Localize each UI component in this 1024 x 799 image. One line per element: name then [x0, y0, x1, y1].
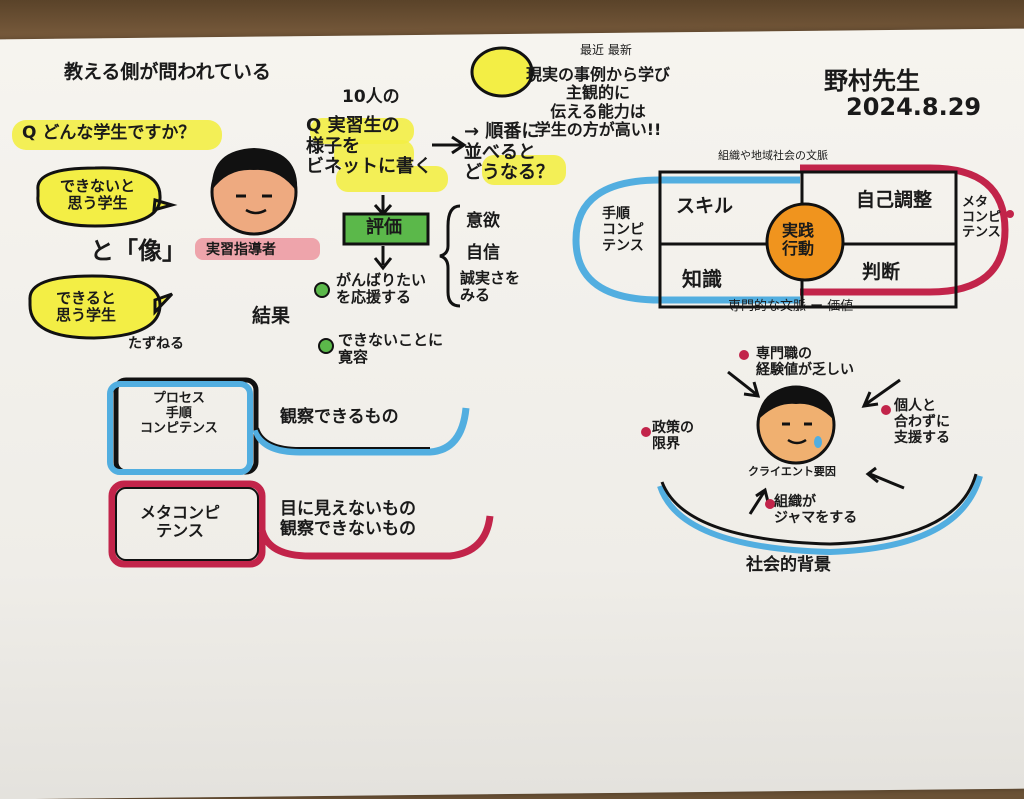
bullet-right-edge [1006, 210, 1014, 218]
bullet-4 [765, 499, 775, 509]
quadrant-knowledge: 知識 [682, 267, 722, 291]
person1-body-stripe [195, 238, 320, 260]
bubble-cannot [36, 166, 178, 228]
question-2: Q 実習生の 様子を ビネットに書く [306, 115, 432, 178]
bullet-2 [881, 405, 891, 415]
bubble-can [28, 274, 174, 340]
quadrant-grid [658, 170, 958, 309]
aspect-confidence: 自信 [466, 243, 500, 263]
meta-box-outline [108, 480, 266, 568]
order-question: → 順番に 並べると どうなる？ [464, 121, 554, 184]
q1-highlight [12, 120, 222, 150]
client-factor-3: 政策の 限界 [652, 420, 694, 453]
client-arc [657, 475, 983, 556]
practice-circle [765, 202, 845, 282]
client-arrow-4 [865, 466, 905, 490]
client-factor-2: 個人と 合わずに 支援する [894, 398, 950, 447]
crimson-capsule [800, 164, 1009, 296]
client-center-label: クライエント要因 [748, 465, 836, 478]
q2-highlight-1 [310, 118, 414, 144]
process-note: 観察できるもの [280, 407, 399, 427]
process-swoosh [252, 407, 470, 456]
tazuneru-label: たずねる [128, 336, 184, 352]
result-dot-1 [314, 282, 330, 298]
process-box-label: プロセス 手順 コンピテンス [140, 391, 218, 436]
meta-note: 目に見えないもの 観察できないもの [280, 499, 416, 539]
arrow-right [432, 135, 467, 155]
process-box-fill [107, 381, 253, 475]
quadrant-self-regulation: 自己調整 [856, 189, 933, 211]
bullet-1 [739, 350, 749, 360]
client-arrow-1 [727, 370, 761, 398]
aspect-motivation: 意欲 [466, 211, 500, 231]
page-heading: 教える側が問われている [64, 61, 271, 83]
marker-drawings [12, 46, 1014, 568]
arrow-down-2 [373, 246, 393, 271]
to-zou-label: と「像」 [90, 237, 186, 265]
client-hair [758, 386, 834, 420]
diagram-bottom-context: 専門的な文脈 ー 価値 [728, 299, 854, 314]
brace [439, 204, 461, 308]
arrow-down-1 [373, 195, 393, 217]
social-background: 社会的背景 [746, 555, 831, 575]
bullet-3 [641, 427, 651, 437]
client-arrow-2 [861, 378, 901, 408]
question-1: Q どんな学生ですか？ [22, 123, 196, 143]
client-arrow-3 [748, 487, 770, 515]
process-swoosh-ink [257, 427, 430, 449]
meta-box-label: メタコンピ テンス [140, 503, 221, 541]
statement-text: 現実の事例から学び 主観的に 伝える能力は 学生の方が高い!! [526, 65, 671, 140]
person1-label: 実習指導者 [206, 242, 276, 258]
client-factor-4: 組織が ジャマをする [774, 494, 858, 527]
evaluation-label: 評価 [366, 217, 402, 238]
small-note: 最近 最新 [580, 43, 632, 57]
result-dot-2 [318, 338, 334, 354]
bubble-cannot-text: できないと 思う学生 [60, 177, 136, 213]
person1-hair [211, 148, 298, 192]
result-item-1: がんばりたい を応援する [336, 271, 427, 307]
bubble-can-text: できると 思う学生 [56, 289, 117, 325]
evaluation-box [342, 212, 430, 246]
date-label: 2024.8.29 [846, 93, 982, 121]
order-highlight [482, 155, 566, 185]
blue-capsule [572, 176, 800, 304]
quadrant-skill: スキル [676, 195, 734, 217]
diagram-left-label: 手順 コンピ テンス [602, 206, 644, 255]
q2-highlight-3 [336, 166, 448, 192]
meta-swoosh [258, 515, 494, 560]
meta-box-ink [115, 487, 259, 561]
quadrant-judgment: 判断 [862, 261, 901, 283]
q2-highlight-2 [334, 140, 414, 168]
diagram-right-label: メタ コンピ テンス [962, 195, 1002, 240]
jitsuwa-oval [470, 46, 534, 98]
result-item-2: できないことに 寛容 [338, 331, 444, 367]
client-factor-1: 専門職の 経験値が乏しい [756, 346, 854, 379]
diagram-top-context: 組織や地域社会の文脈 [718, 149, 828, 162]
aspect-sincerity: 誠実さを みる [460, 269, 521, 305]
client-arc-ink [660, 473, 978, 546]
result-label: 結果 [252, 305, 291, 327]
client-tear [814, 436, 822, 448]
ten-people-label: 10人の [342, 87, 400, 107]
practice-label: 実践 行動 [782, 221, 815, 259]
client-mouth [787, 438, 807, 445]
author-name: 野村先生 [824, 67, 920, 95]
person1-mouth [245, 208, 267, 215]
